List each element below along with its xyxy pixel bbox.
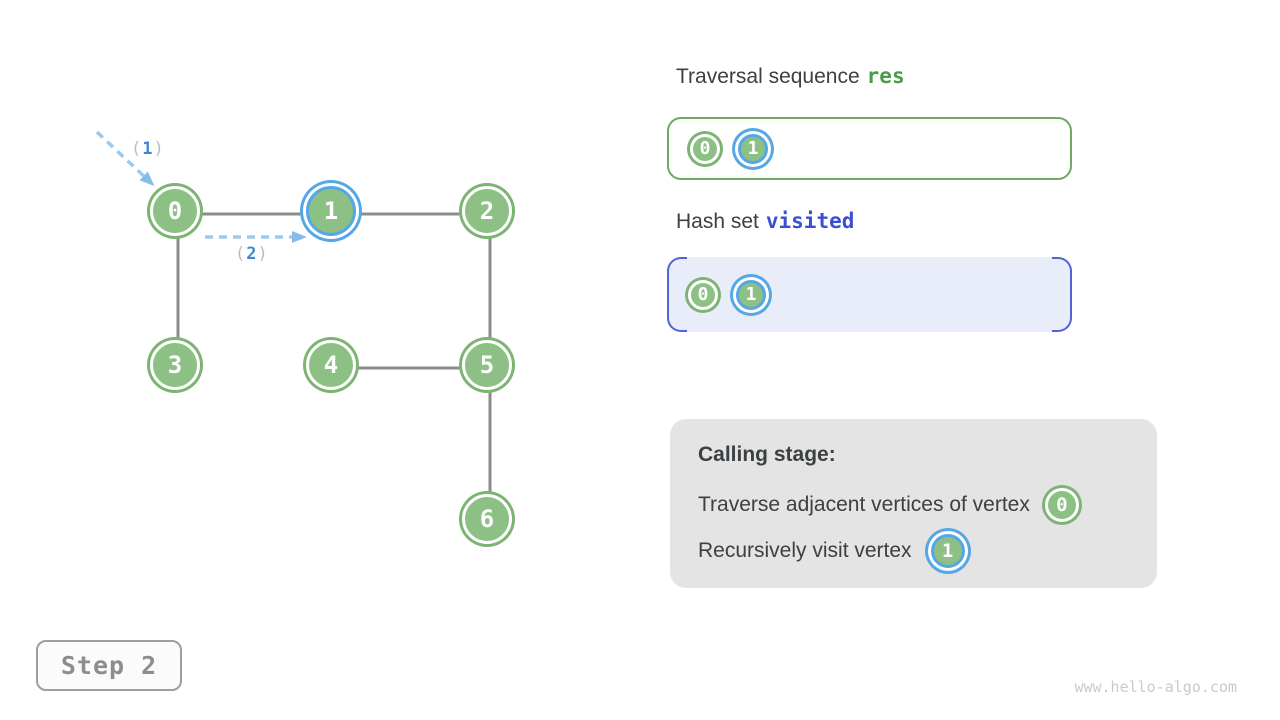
paren: ( — [131, 139, 143, 159]
calling-stage-title: Calling stage: — [698, 443, 836, 466]
visited-variable-name: visited — [765, 209, 855, 233]
paren: ) — [257, 244, 269, 264]
res-item-1: 1 — [738, 133, 768, 164]
calling-line-2-vertex-badge: 1 — [930, 534, 965, 568]
calling-stage-line-1: Traverse adjacent vertices of vertex 0 — [698, 481, 1079, 529]
visited-item-0: 0 — [688, 279, 718, 310]
watermark: www.hello-algo.com — [1074, 678, 1237, 696]
paren: ) — [153, 139, 165, 159]
arrow-order-number: 1 — [142, 139, 154, 159]
graph-node-4: 4 — [306, 340, 356, 390]
graph-node-1: 1 — [306, 186, 356, 236]
graph-node-0: 0 — [150, 186, 200, 236]
calling-line-1-vertex-badge: 0 — [1044, 488, 1079, 522]
graph-node-2: 2 — [462, 186, 512, 236]
graph-node-6: 6 — [462, 494, 512, 544]
step-indicator: Step 2 — [36, 640, 182, 691]
arrow-order-label-2: (2) — [235, 244, 269, 264]
res-title-text: Traversal sequence — [676, 65, 860, 88]
visited-set-container: 0 1 — [667, 257, 1072, 332]
calling-line-text: Traverse adjacent vertices of vertex — [698, 493, 1030, 516]
res-item-0: 0 — [690, 133, 720, 164]
res-variable-name: res — [866, 64, 905, 88]
graph-node-3: 3 — [150, 340, 200, 390]
visited-item-1: 1 — [736, 279, 766, 310]
paren: ( — [235, 244, 247, 264]
calling-stage-panel: Calling stage: Traverse adjacent vertice… — [670, 419, 1157, 588]
calling-line-text: Recursively visit vertex — [698, 539, 912, 562]
visited-title-text: Hash set — [676, 210, 759, 233]
visited-panel-title: Hash set visited — [676, 209, 854, 234]
arrow-order-number: 2 — [246, 244, 258, 264]
calling-stage-line-2: Recursively visit vertex 1 — [698, 527, 965, 575]
res-panel-title: Traversal sequence res — [676, 64, 905, 89]
arrow-order-label-1: (1) — [131, 139, 165, 159]
res-list-container: 0 1 — [667, 117, 1072, 180]
graph-node-5: 5 — [462, 340, 512, 390]
